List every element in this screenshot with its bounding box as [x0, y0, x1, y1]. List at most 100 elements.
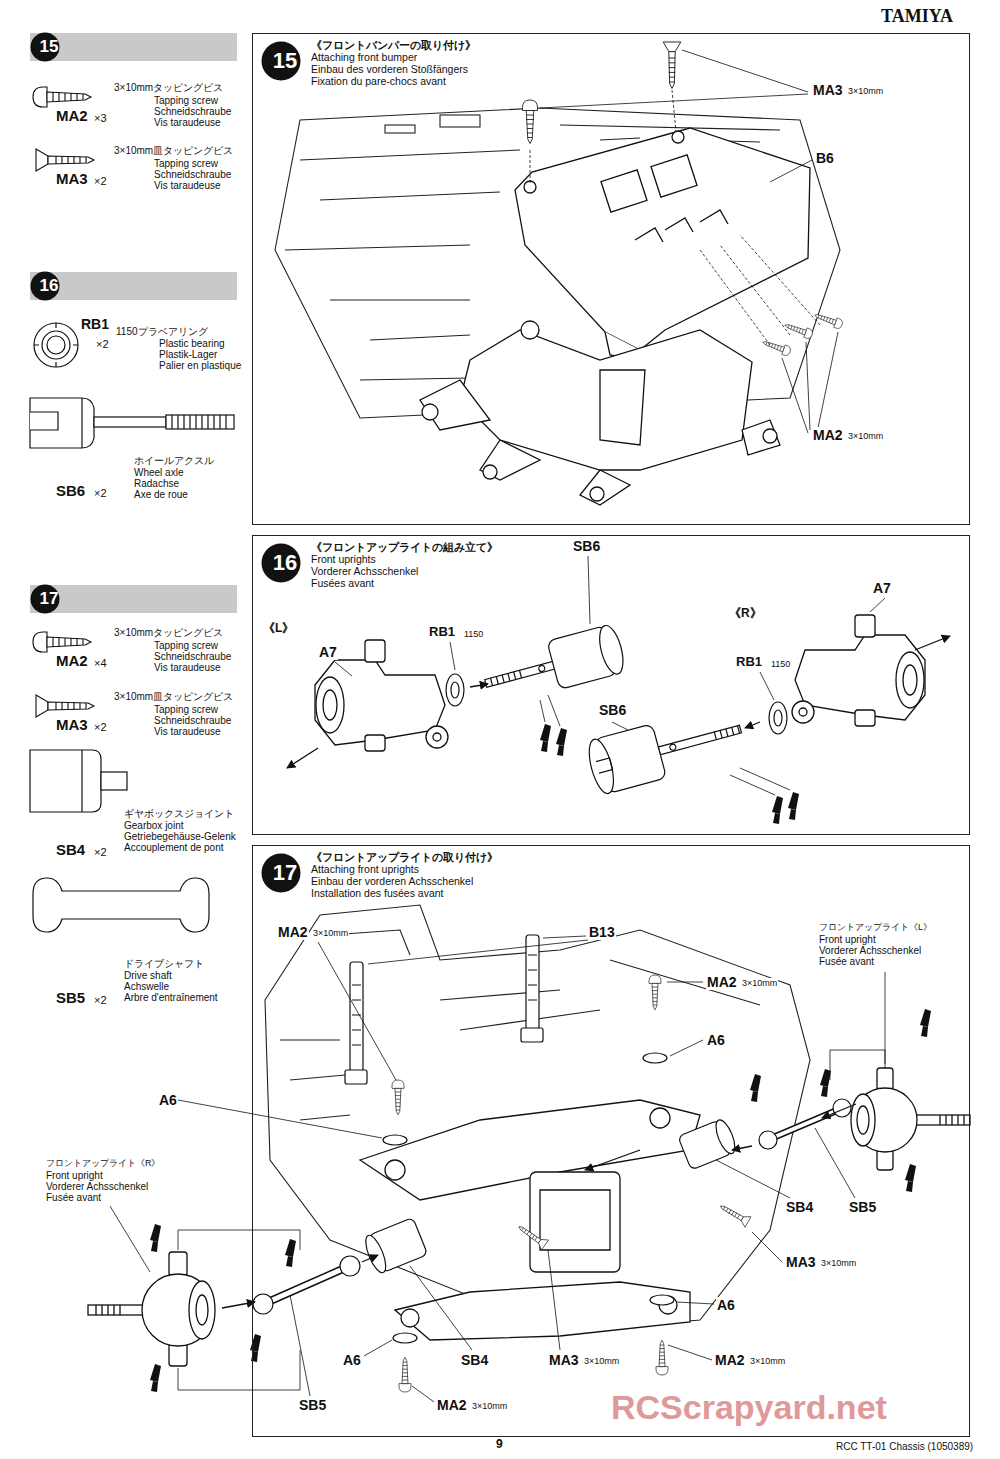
part-code: RB1 — [80, 316, 110, 332]
drive-shaft-drawing — [678, 1117, 739, 1169]
screw-icon — [36, 149, 94, 171]
part-description: ×3 — [93, 112, 108, 125]
drive-shaft-drawing — [253, 1294, 273, 1314]
washer-a6 — [393, 1333, 417, 1343]
part-description: Accouplement de pont — [123, 842, 225, 854]
wheel-axle-icon — [166, 415, 234, 429]
step-subtitle: Einbau der vorderen Achsschenkel — [311, 875, 961, 887]
part-description: Schneidschraube — [153, 651, 232, 663]
direction-arrow — [362, 1255, 378, 1262]
step-number-text: 17 — [30, 584, 68, 614]
bumper-b6 — [651, 155, 697, 197]
part-description: 3×10mm — [741, 978, 778, 988]
guide-line — [178, 1050, 885, 1390]
bumper-b6 — [601, 170, 647, 212]
part-code: RB1 — [735, 655, 763, 670]
wheel-axle-sb6 — [714, 726, 739, 740]
upright-drawing — [910, 1115, 970, 1125]
upright-a7 — [903, 665, 917, 695]
leader-line — [676, 1302, 714, 1304]
drive-shaft-drawing — [772, 1110, 838, 1138]
wheel-axle-sb6 — [479, 623, 747, 796]
suspension-arms — [422, 404, 438, 420]
part-code: MA2 — [55, 652, 89, 669]
wheel-axle-sb6 — [596, 758, 613, 773]
post-b13 — [345, 1070, 367, 1084]
upright-drawing — [857, 1106, 869, 1134]
part-description: Vis taraudeuse — [153, 180, 222, 192]
suspension-arms — [420, 321, 780, 505]
direction-arrow — [585, 1150, 640, 1170]
step-subtitle: Fusées avant — [311, 577, 961, 589]
screw-drawing — [392, 1080, 404, 1115]
upright-drawing — [88, 1305, 150, 1315]
upright-drawing — [142, 1274, 214, 1346]
upright-a7 — [792, 615, 925, 726]
suspension-arms — [580, 470, 630, 505]
upright-drawing — [851, 1094, 875, 1146]
part-description: ×2 — [93, 721, 108, 734]
washer-a6 — [650, 1295, 674, 1305]
chassis-drawing — [280, 960, 760, 1120]
suspension-arms — [742, 420, 780, 455]
upright-a7 — [315, 660, 445, 745]
part-description: 1150 — [463, 629, 484, 639]
part-code: MA3 — [812, 82, 844, 98]
guide-line — [530, 90, 820, 345]
step-number: 15 — [261, 41, 309, 89]
drive-shaft-drawing — [833, 1099, 851, 1117]
part-description: 1150プラベアリング — [115, 326, 209, 338]
post-b13 — [528, 955, 537, 1000]
wheel-axle-icon — [30, 398, 234, 448]
drive-shaft-drawing — [772, 1110, 838, 1138]
wheel-axle-sb6 — [485, 660, 559, 687]
screw-drawing — [399, 1357, 411, 1392]
upright-a7 — [855, 615, 875, 637]
suspension-arms — [385, 1160, 405, 1180]
step-number: 16 — [261, 543, 309, 591]
wheel-axle-sb6 — [491, 670, 522, 685]
part-description: Vis taraudeuse — [153, 662, 222, 674]
part-description: Axe de roue — [133, 489, 189, 501]
bumper-b6 — [635, 210, 728, 242]
chassis-drawing — [285, 150, 520, 380]
direction-arrow — [745, 722, 760, 728]
bumper-b6 — [515, 128, 810, 358]
part-description: Front upright — [818, 934, 877, 946]
model-code: RCC TT-01 Chassis (1050389) — [835, 1441, 974, 1453]
chassis-drawing — [440, 115, 480, 127]
upright-a7 — [426, 726, 448, 748]
step-subtitle: Attaching front uprights — [311, 863, 961, 875]
leader-line — [730, 768, 790, 795]
screw-icon — [33, 632, 91, 652]
header-bar — [30, 33, 237, 613]
header-bar — [30, 33, 237, 61]
part-description: Tapping screw — [153, 95, 219, 107]
grease-symbol — [772, 796, 783, 824]
direction-arrow — [822, 1104, 856, 1118]
bearing-icon — [47, 336, 65, 354]
upright-a7 — [896, 652, 924, 708]
part-code: 《R》 — [728, 607, 763, 621]
part-description: 3×10mm — [847, 86, 884, 96]
part-code: SB6 — [55, 482, 86, 499]
step-number-text: 16 — [261, 543, 309, 583]
step-number: 17 — [261, 853, 309, 901]
guide-line — [178, 1230, 300, 1250]
part-description: 3×10mm皿タッピングビス — [113, 691, 234, 703]
part-description: ×2 — [93, 175, 108, 188]
suspension-arms — [521, 321, 539, 339]
part-description: Tapping screw — [153, 704, 219, 716]
step-number: 15 — [30, 32, 68, 70]
upright-drawing — [851, 1068, 970, 1170]
leader-line — [782, 332, 838, 433]
part-code: SB4 — [55, 841, 86, 858]
part-code: MA3 — [785, 1254, 817, 1270]
leader-line — [668, 1345, 712, 1360]
part-description: ×2 — [93, 846, 108, 859]
screw-icon — [36, 695, 94, 717]
leader-line — [548, 1250, 560, 1350]
part-code: RB1 — [428, 625, 456, 640]
